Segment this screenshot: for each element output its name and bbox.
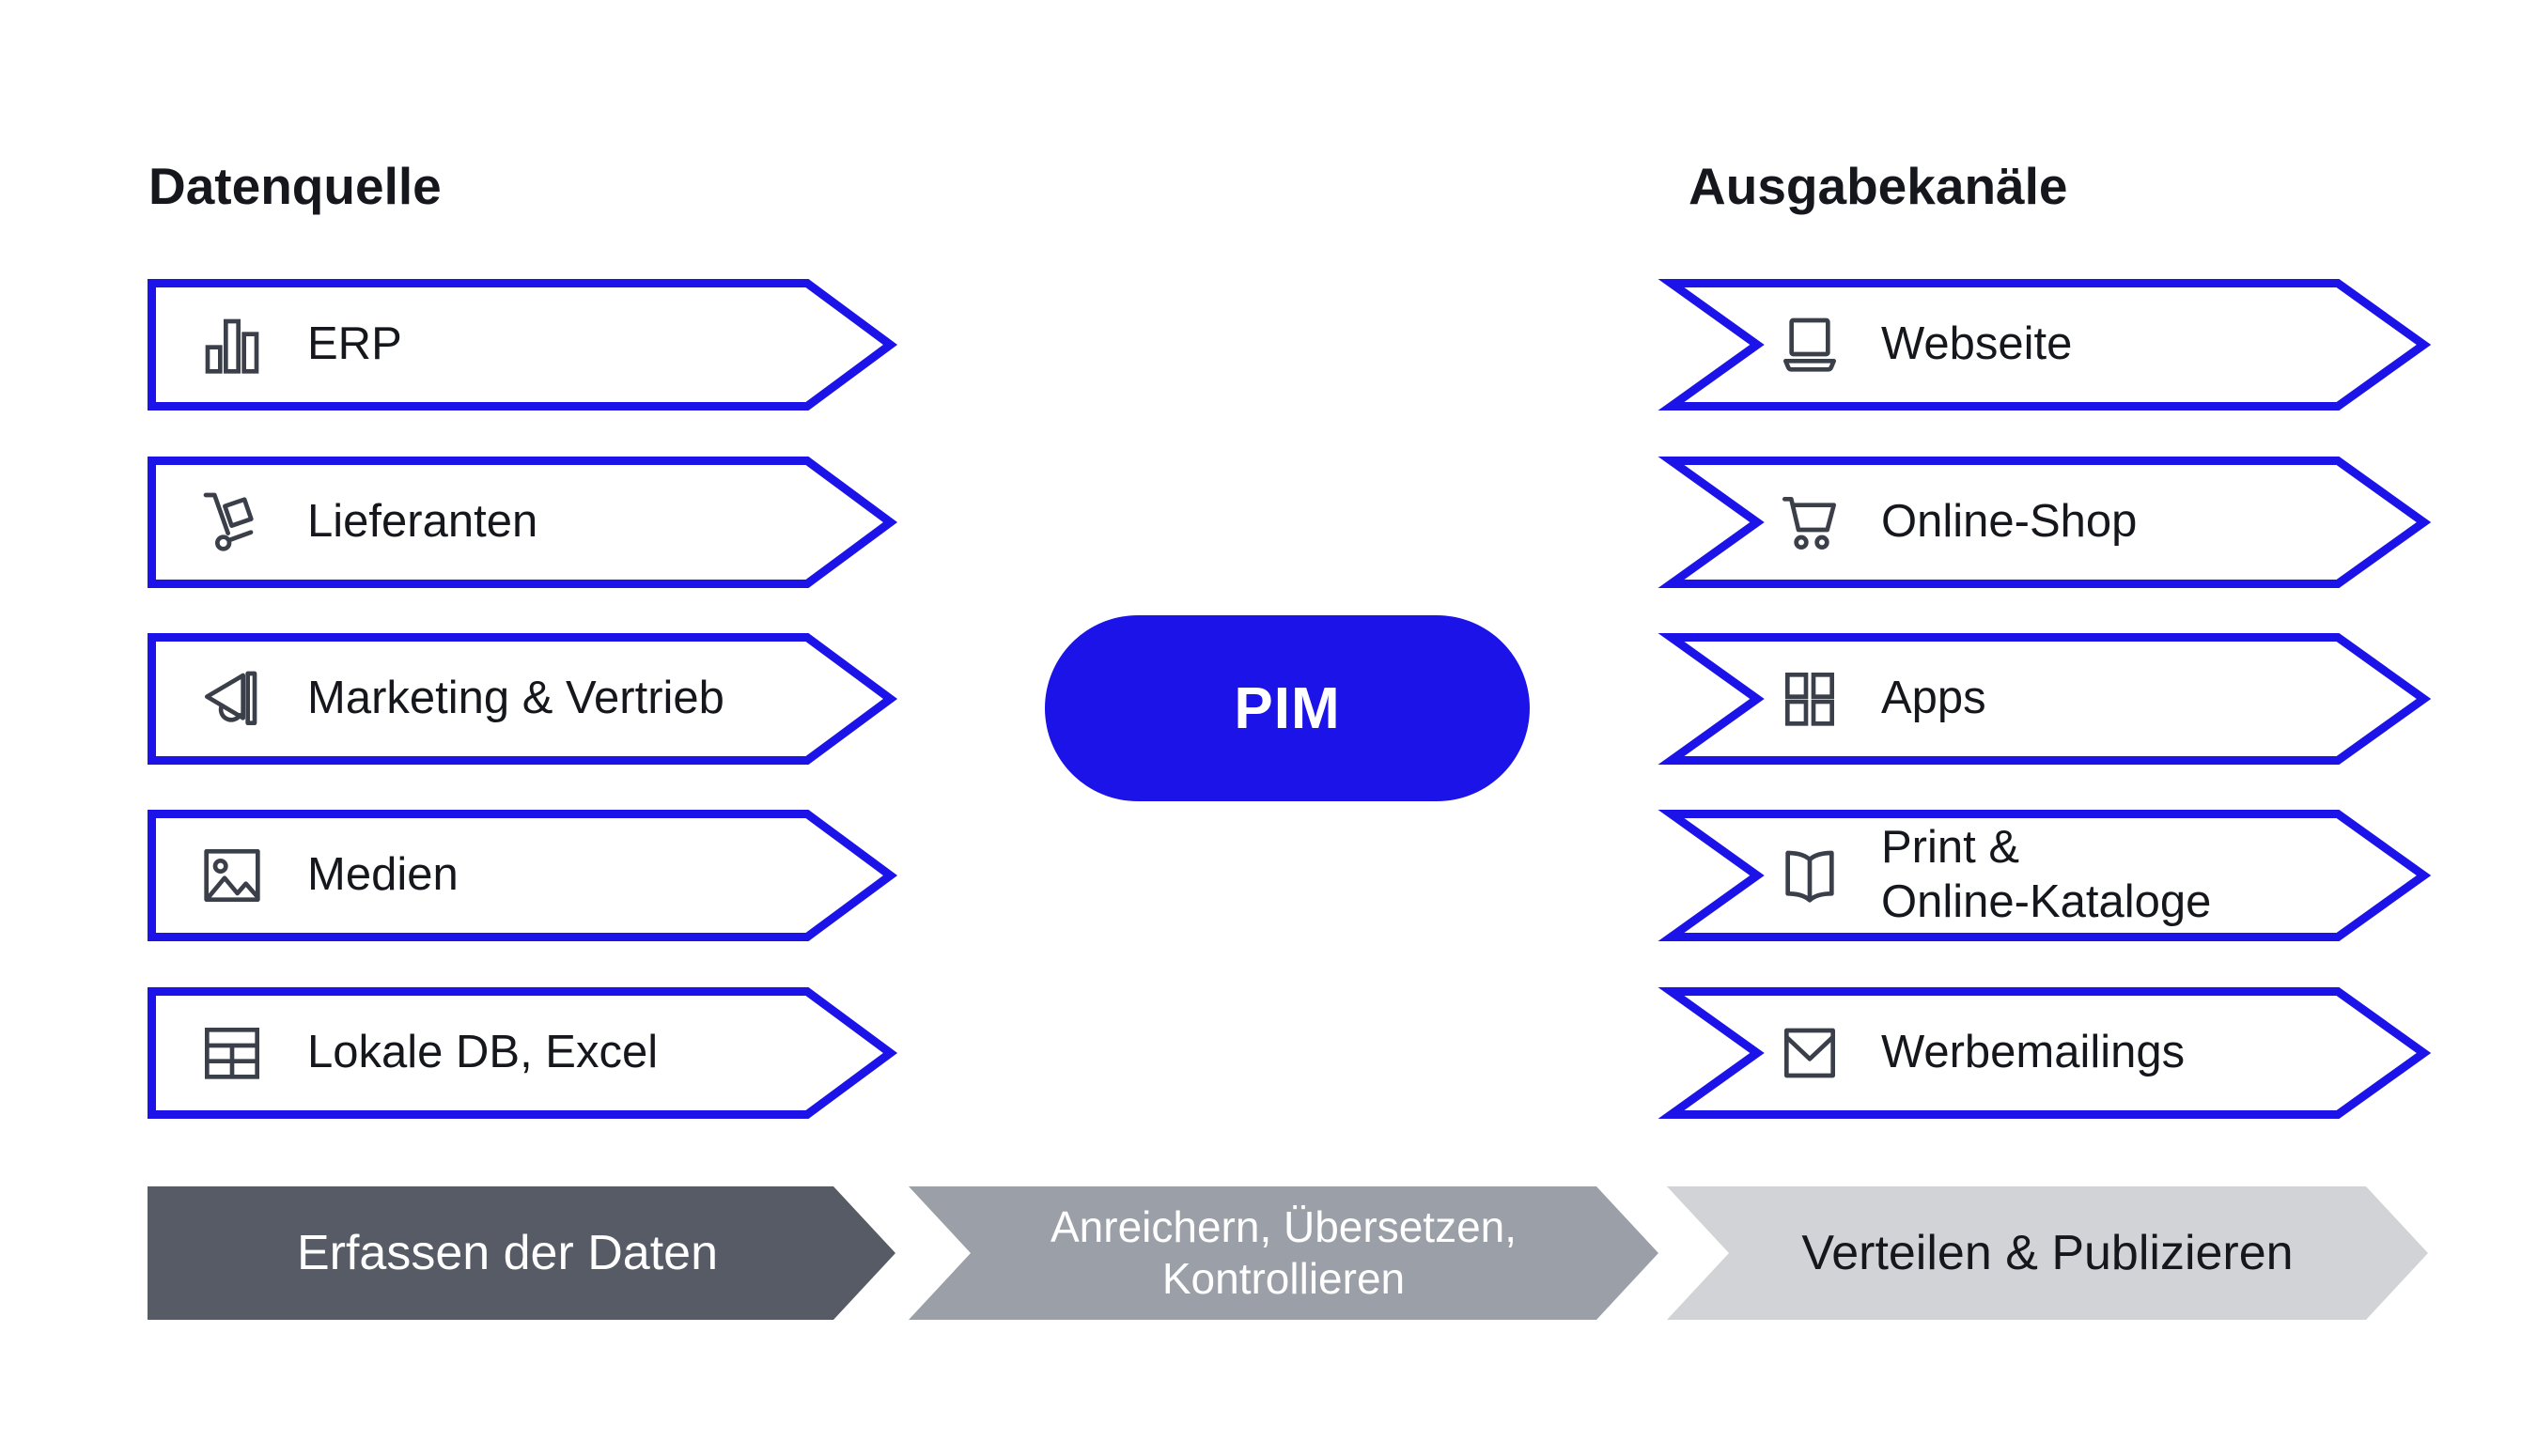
process-step-erfassen: Erfassen der Daten <box>148 1186 895 1320</box>
arrow-shape <box>1658 279 2432 410</box>
channel-box-print-kataloge: Print & Online-Kataloge <box>1658 810 2432 941</box>
arrow-shape <box>148 633 898 765</box>
pim-pill: PIM <box>1045 615 1530 801</box>
app-grid-icon <box>1772 661 1847 736</box>
process-step-verteilen: Verteilen & Publizieren <box>1667 1186 2428 1320</box>
source-label: Lieferanten <box>307 496 538 548</box>
hand-truck-icon <box>195 485 270 560</box>
channels-heading: Ausgabekanäle <box>1689 157 2068 215</box>
channel-box-online-shop: Online-Shop <box>1658 457 2432 588</box>
process-step-label: Verteilen & Publizieren <box>1801 1226 2294 1280</box>
arrow-shape <box>1658 987 2432 1119</box>
source-box-erp: ERP <box>148 279 898 410</box>
channel-label: Print & Online-Kataloge <box>1881 822 2212 927</box>
shopping-cart-icon <box>1772 485 1847 560</box>
process-step-label: Erfassen der Daten <box>296 1226 719 1280</box>
pim-label: PIM <box>1234 675 1341 741</box>
arrow-shape <box>148 279 898 410</box>
envelope-icon <box>1772 1015 1847 1091</box>
arrow-shape <box>148 987 898 1119</box>
channel-label: Apps <box>1881 673 1986 724</box>
bar-chart-icon <box>195 307 270 382</box>
datasources-heading: Datenquelle <box>148 157 442 215</box>
source-label: ERP <box>307 318 402 370</box>
laptop-icon <box>1772 307 1847 382</box>
channel-label: Online-Shop <box>1881 496 2138 548</box>
arrow-shape <box>148 810 898 941</box>
source-label: Medien <box>307 849 459 901</box>
arrow-shape <box>1658 457 2432 588</box>
process-step-label: Anreichern, Übersetzen, Kontrollieren <box>1050 1201 1518 1303</box>
source-label: Lokale DB, Excel <box>307 1027 659 1078</box>
source-box-medien: Medien <box>148 810 898 941</box>
arrow-shape <box>148 457 898 588</box>
source-label: Marketing & Vertrieb <box>307 673 724 724</box>
arrow-shape <box>1658 810 2432 941</box>
arrow-shape <box>1658 633 2432 765</box>
open-book-icon <box>1772 838 1847 913</box>
channel-box-apps: Apps <box>1658 633 2432 765</box>
table-icon <box>195 1015 270 1091</box>
channel-label: Webseite <box>1881 318 2073 370</box>
megaphone-icon <box>195 661 270 736</box>
channel-box-werbemailings: Werbemailings <box>1658 987 2432 1119</box>
image-icon <box>195 838 270 913</box>
channel-label: Werbemailings <box>1881 1027 2186 1078</box>
process-step-anreichern: Anreichern, Übersetzen, Kontrollieren <box>909 1186 1658 1320</box>
source-box-lokale-db: Lokale DB, Excel <box>148 987 898 1119</box>
channel-box-webseite: Webseite <box>1658 279 2432 410</box>
source-box-marketing: Marketing & Vertrieb <box>148 633 898 765</box>
source-box-lieferanten: Lieferanten <box>148 457 898 588</box>
